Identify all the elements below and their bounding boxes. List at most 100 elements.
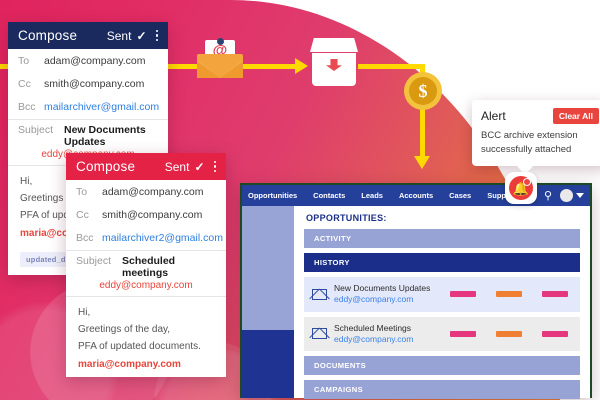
bcc-value: mailarchiver2@gmail.com — [102, 231, 223, 244]
kebab-menu-icon[interactable] — [154, 29, 161, 43]
mail-icon — [312, 328, 327, 340]
crm-sidebar — [242, 206, 294, 398]
bcc-field[interactable]: Bcc mailarchiver2@gmail.com — [66, 226, 226, 249]
cc-label: Cc — [76, 208, 89, 221]
crm-window: Opportunities Contacts Leads Accounts Ca… — [240, 183, 592, 400]
check-icon: ✓ — [136, 28, 147, 43]
sender-email: eddy@company.com — [99, 280, 193, 291]
kebab-menu-icon[interactable] — [212, 160, 219, 174]
notification-dot — [523, 178, 531, 186]
flow-arrow-down — [414, 156, 430, 169]
flow-line-2 — [243, 64, 297, 69]
nav-item-contacts[interactable]: Contacts — [313, 191, 346, 200]
email-at-icon: @ — [197, 38, 243, 80]
section-documents[interactable]: DOCUMENTS — [304, 356, 580, 376]
alert-header: Alert Clear All — [481, 108, 599, 124]
cc-label: Cc — [18, 77, 31, 90]
table-row[interactable]: Scheduled Meetings eddy@company.com — [304, 316, 580, 352]
notification-bell-icon[interactable]: 🔔 — [505, 172, 537, 204]
to-value: adam@company.com — [102, 185, 204, 198]
subject-field[interactable]: Subject New Documents Updates — [8, 121, 168, 148]
flow-line-3 — [358, 64, 425, 69]
compose-title: Compose — [76, 159, 136, 174]
nav-item-leads[interactable]: Leads — [361, 191, 383, 200]
chevron-down-icon[interactable] — [576, 193, 584, 198]
to-label: To — [76, 185, 88, 198]
crm-navbar: Opportunities Contacts Leads Accounts Ca… — [242, 185, 590, 206]
alert-message: BCC archive extension successfully attac… — [481, 130, 578, 155]
nav-item-accounts[interactable]: Accounts — [398, 191, 434, 200]
body-email: maria@company.com — [78, 358, 181, 370]
divider-2 — [66, 296, 226, 297]
pill-3 — [542, 291, 568, 298]
history-pills — [450, 291, 568, 298]
to-field[interactable]: To adam@company.com — [66, 180, 226, 203]
table-row[interactable]: New Documents Updates eddy@company.com — [304, 277, 580, 312]
nav-item-opportunities[interactable]: Opportunities — [248, 191, 298, 200]
dollar-symbol: $ — [418, 81, 428, 101]
to-label: To — [18, 54, 30, 67]
history-pills — [450, 330, 568, 337]
compose-status: Sent — [164, 159, 190, 174]
bcc-field[interactable]: Bcc mailarchiver@gmail.com — [8, 95, 168, 118]
pill-2 — [496, 330, 522, 337]
alert-popover: Alert Clear All BCC archive extension su… — [472, 100, 600, 175]
body-line-3: PFA of updated documents. — [78, 341, 201, 353]
compose-title: Compose — [18, 28, 78, 43]
archive-box-lid — [310, 38, 358, 52]
section-history[interactable]: HISTORY — [304, 253, 580, 272]
divider — [66, 250, 226, 251]
alert-tail — [516, 164, 534, 175]
history-title: Scheduled Meetings — [334, 322, 412, 333]
compose-body[interactable]: Hi, Greetings of the day, PFA of updated… — [66, 298, 226, 377]
pill-3 — [542, 330, 568, 337]
section-activity[interactable]: ACTIVITY — [304, 229, 580, 248]
cc-field[interactable]: Cc smith@company.com — [8, 72, 168, 95]
subject-label: Subject — [18, 124, 54, 136]
archive-box-download-icon — [310, 38, 358, 86]
envelope-pin — [217, 38, 224, 45]
compose-header: Compose Sent ✓ — [8, 22, 168, 49]
flow-arrow-right — [295, 58, 308, 74]
compose-header: Compose Sent ✓ — [66, 153, 226, 180]
body-line-1: Hi, — [20, 176, 33, 187]
history-email[interactable]: eddy@company.com — [334, 294, 414, 305]
cc-value: smith@company.com — [102, 208, 203, 221]
history-title: New Documents Updates — [334, 283, 431, 293]
bcc-value: mailarchiver@gmail.com — [44, 100, 160, 113]
pill-1 — [450, 291, 476, 298]
compose-window-2[interactable]: Compose Sent ✓ To adam@company.com Cc sm… — [66, 153, 226, 377]
subject-field[interactable]: Subject Scheduled meetings — [66, 252, 226, 279]
search-icon[interactable]: ⚲ — [543, 190, 552, 202]
page-title: OPPORTUNITIES: — [306, 213, 387, 223]
envelope-front — [197, 61, 243, 78]
cc-value: smith@company.com — [44, 77, 145, 90]
compose-status: Sent — [106, 28, 132, 43]
history-text: New Documents Updates eddy@company.com — [334, 283, 450, 306]
avatar-icon[interactable] — [560, 189, 573, 202]
crm-main: OPPORTUNITIES: ACTIVITY HISTORY New Docu… — [242, 206, 590, 400]
cc-field[interactable]: Cc smith@company.com — [66, 203, 226, 226]
crm-sidebar-top — [242, 206, 294, 330]
body-line-1: Hi, — [78, 307, 91, 318]
crm-content: OPPORTUNITIES: ACTIVITY HISTORY New Docu… — [294, 206, 590, 400]
pill-2 — [496, 291, 522, 298]
clear-all-button[interactable]: Clear All — [552, 108, 599, 124]
history-email[interactable]: eddy@company.com — [334, 333, 414, 344]
bcc-label: Bcc — [76, 231, 94, 244]
flow-line-4 — [420, 64, 425, 159]
alert-title: Alert — [481, 109, 506, 123]
to-value: adam@company.com — [44, 54, 146, 67]
nav-item-cases[interactable]: Cases — [449, 191, 472, 200]
body-line-2: Greetings of the day, — [78, 324, 171, 336]
section-campaigns[interactable]: CAMPAIGNS — [304, 380, 580, 400]
bcc-label: Bcc — [18, 100, 36, 113]
mail-icon — [312, 288, 327, 300]
pill-1 — [450, 330, 476, 337]
nav-item-support[interactable]: Support — [487, 191, 516, 200]
history-text: Scheduled Meetings eddy@company.com — [334, 323, 450, 346]
subject-value: New Documents Updates — [64, 124, 146, 148]
divider — [8, 119, 168, 120]
to-field[interactable]: To adam@company.com — [8, 49, 168, 72]
